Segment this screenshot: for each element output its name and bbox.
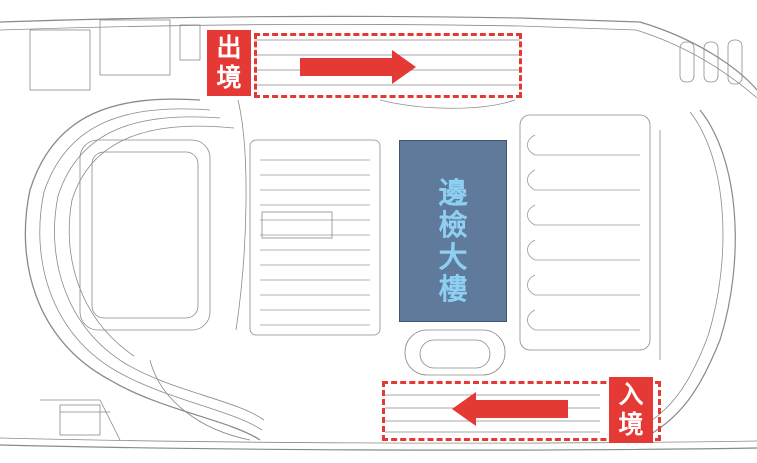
building-label: 邊 檢 大 樓 [400, 177, 506, 305]
departure-label: 出 境 [207, 30, 251, 96]
building-label-char-1: 邊 [438, 176, 468, 210]
building-label-char-2: 檢 [438, 208, 468, 242]
arrival-label-char-1: 入 [618, 380, 644, 409]
departure-zone-outline [254, 33, 522, 98]
border-control-building: 邊 檢 大 樓 [399, 140, 507, 322]
arrival-label: 入 境 [609, 377, 653, 443]
departure-label-char-2: 境 [216, 63, 242, 92]
arrival-label-char-2: 境 [618, 410, 644, 439]
building-label-char-4: 樓 [438, 272, 468, 306]
departure-label-char-1: 出 [216, 33, 242, 62]
building-label-char-3: 大 [438, 240, 468, 274]
arrival-zone-outline [382, 381, 661, 441]
